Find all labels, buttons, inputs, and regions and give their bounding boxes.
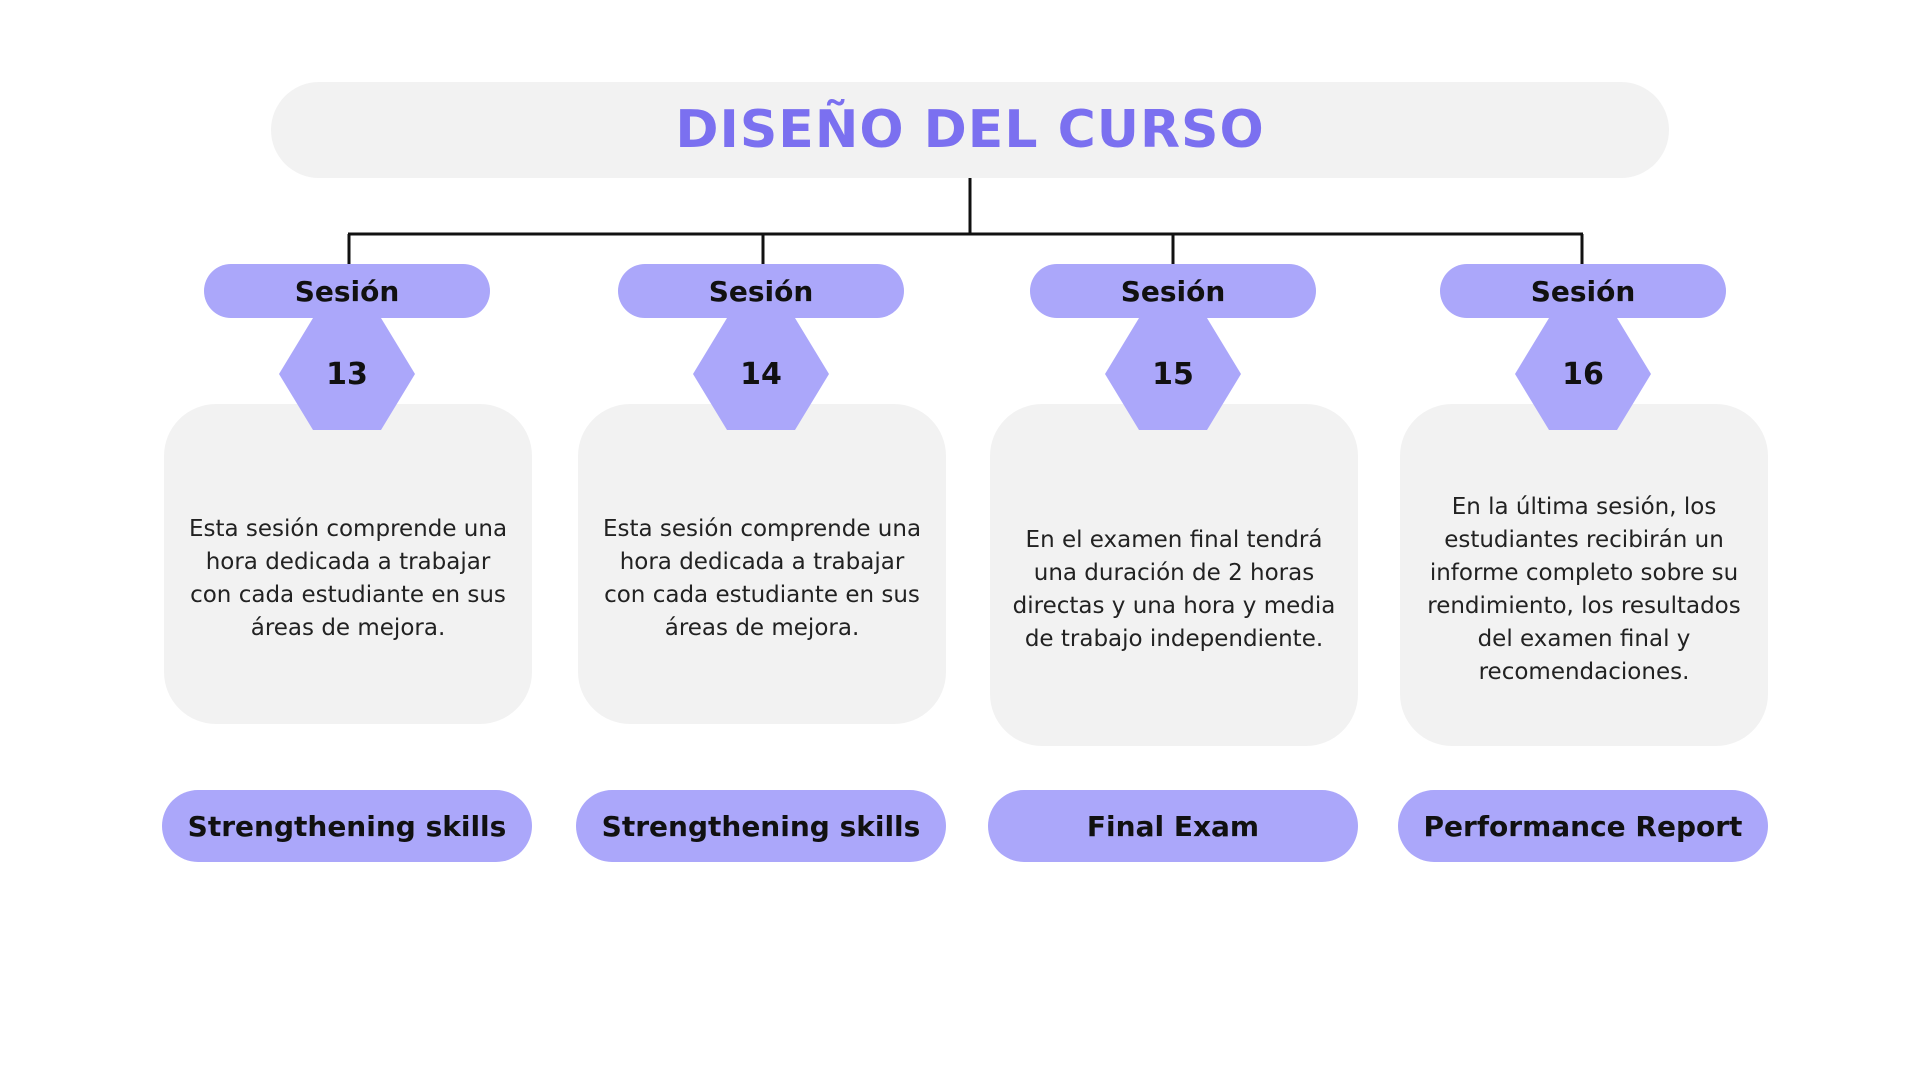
session-label-pill: Performance Report bbox=[1398, 790, 1768, 862]
session-number-hexagon: 14 bbox=[693, 318, 829, 430]
session-label-pill: Final Exam bbox=[988, 790, 1358, 862]
session-description-card: Esta sesión comprende una hora dedicada … bbox=[164, 404, 532, 724]
session-description-card: En el examen final tendrá una duración d… bbox=[990, 404, 1358, 746]
session-header-pill: Sesión bbox=[618, 264, 904, 318]
diagram-title: DISEÑO DEL CURSO bbox=[675, 100, 1265, 160]
session-description: En la última sesión, los estudiantes rec… bbox=[1427, 494, 1741, 685]
session-label-pill: Strengthening skills bbox=[162, 790, 532, 862]
session-description-card: Esta sesión comprende una hora dedicada … bbox=[578, 404, 946, 724]
session-header-pill: Sesión bbox=[204, 264, 490, 318]
session-header-pill: Sesión bbox=[1440, 264, 1726, 318]
session-description: Esta sesión comprende una hora dedicada … bbox=[188, 516, 508, 641]
session-description: En el examen final tendrá una duración d… bbox=[1012, 527, 1336, 652]
session-column-16: Sesión 16 En la última sesión, los estud… bbox=[1398, 0, 1768, 1080]
session-column-14: Sesión 14 Esta sesión comprende una hora… bbox=[576, 0, 946, 1080]
session-description-card: En la última sesión, los estudiantes rec… bbox=[1400, 404, 1768, 746]
title-banner: DISEÑO DEL CURSO bbox=[271, 82, 1669, 178]
session-header-pill: Sesión bbox=[1030, 264, 1316, 318]
session-label-pill: Strengthening skills bbox=[576, 790, 946, 862]
session-description: Esta sesión comprende una hora dedicada … bbox=[602, 516, 922, 641]
session-column-13: Sesión 13 Esta sesión comprende una hora… bbox=[162, 0, 532, 1080]
session-column-15: Sesión 15 En el examen final tendrá una … bbox=[988, 0, 1358, 1080]
